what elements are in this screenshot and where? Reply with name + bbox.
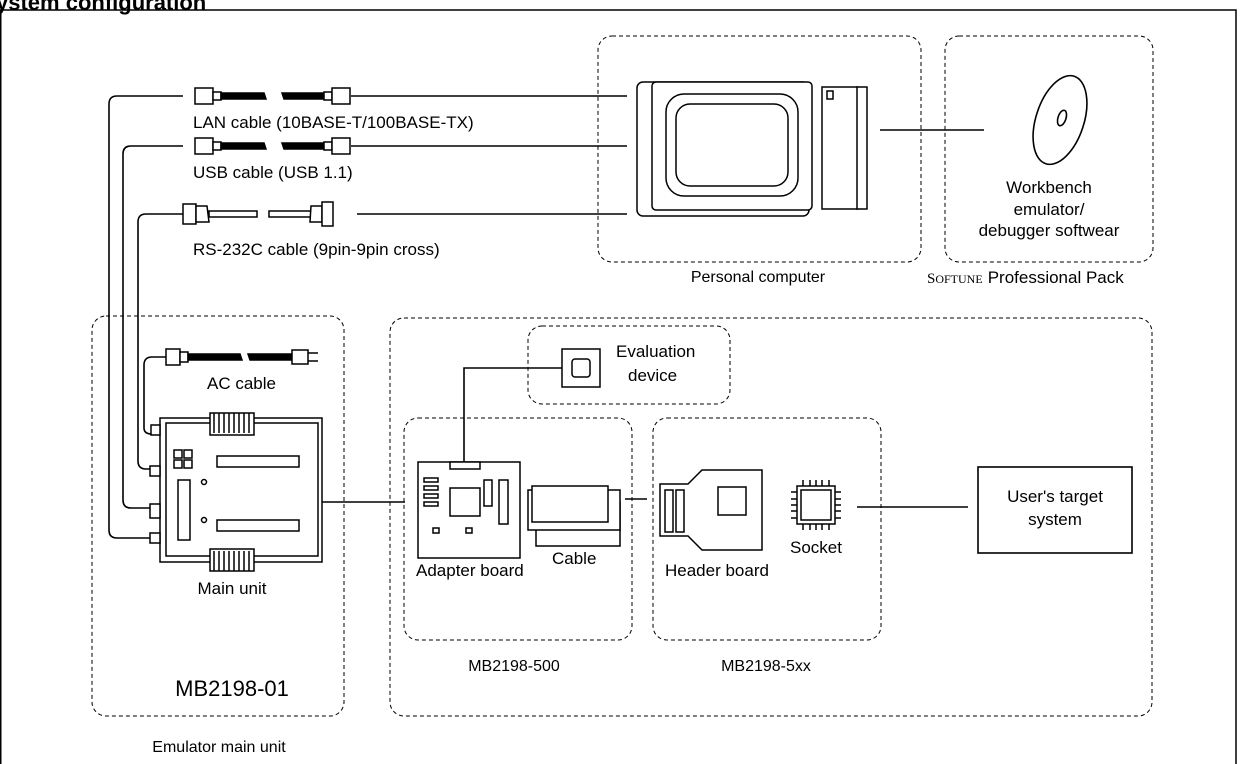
page-heading: ystem configuration [0, 0, 206, 15]
adapter-cable-label: Cable [552, 549, 596, 568]
usb-cable-label: USB cable (USB 1.1) [193, 163, 353, 182]
emulator-model-label: MB2198-01 [175, 676, 289, 701]
header-board-box [652, 417, 882, 641]
softune-brand-initial: S [927, 271, 935, 287]
personal-computer-label: Personal computer [691, 269, 826, 286]
software-label-line3: debugger softwear [979, 221, 1120, 240]
probe-group-box [389, 317, 1153, 717]
cable-routing-lines [108, 95, 984, 539]
evaluation-device-label-line1: Evaluation [616, 342, 695, 361]
target-system-label-line2: system [1028, 510, 1082, 529]
personal-computer-icon [636, 81, 868, 217]
adapter-board-label: Adapter board [416, 561, 524, 580]
usb-cable-icon [194, 137, 351, 155]
emulator-main-unit-box [91, 315, 345, 717]
target-system-box [977, 466, 1133, 554]
software-label-line1: Workbench [1006, 178, 1092, 197]
target-system-label-line1: User's target [1007, 487, 1103, 506]
header-board-label: Header board [665, 561, 769, 580]
main-unit-icon [149, 412, 323, 572]
software-label-line2: emulator/ [1014, 200, 1085, 219]
adapter-board-icon [417, 461, 521, 559]
socket-chip-icon [791, 480, 841, 530]
rs232c-cable-label: RS-232C cable (9pin-9pin cross) [193, 240, 440, 259]
header-board-icon [659, 469, 763, 551]
lan-cable-icon [194, 87, 351, 105]
evaluation-device-label-line2: device [628, 366, 677, 385]
adapter-model-label: MB2198-500 [468, 658, 560, 675]
rs232c-cable-icon [182, 201, 334, 227]
outer-frame [0, 9, 1237, 764]
socket-label: Socket [790, 538, 842, 557]
adapter-board-box [403, 417, 633, 641]
ac-cable-label: AC cable [207, 374, 276, 393]
cd-disc-icon [1032, 74, 1088, 166]
emulator-main-unit-label: Emulator main unit [152, 739, 286, 756]
adapter-cable-icon [527, 485, 621, 547]
lan-cable-label: LAN cable (10BASE-T/100BASE-TX) [193, 113, 474, 132]
softune-brand-rest: OFTUNE [935, 272, 982, 286]
softune-pack-suffix: Professional Pack [988, 268, 1125, 287]
ac-cable-icon [165, 348, 318, 366]
softune-pack-label: SOFTUNE Professional Pack [927, 268, 1124, 287]
pc-group-box [597, 35, 922, 263]
evaluation-device-icon [561, 348, 601, 388]
header-model-label: MB2198-5xx [721, 658, 811, 675]
evaluation-device-box [527, 325, 731, 405]
software-group-box [944, 35, 1154, 263]
main-unit-label: Main unit [198, 579, 267, 598]
